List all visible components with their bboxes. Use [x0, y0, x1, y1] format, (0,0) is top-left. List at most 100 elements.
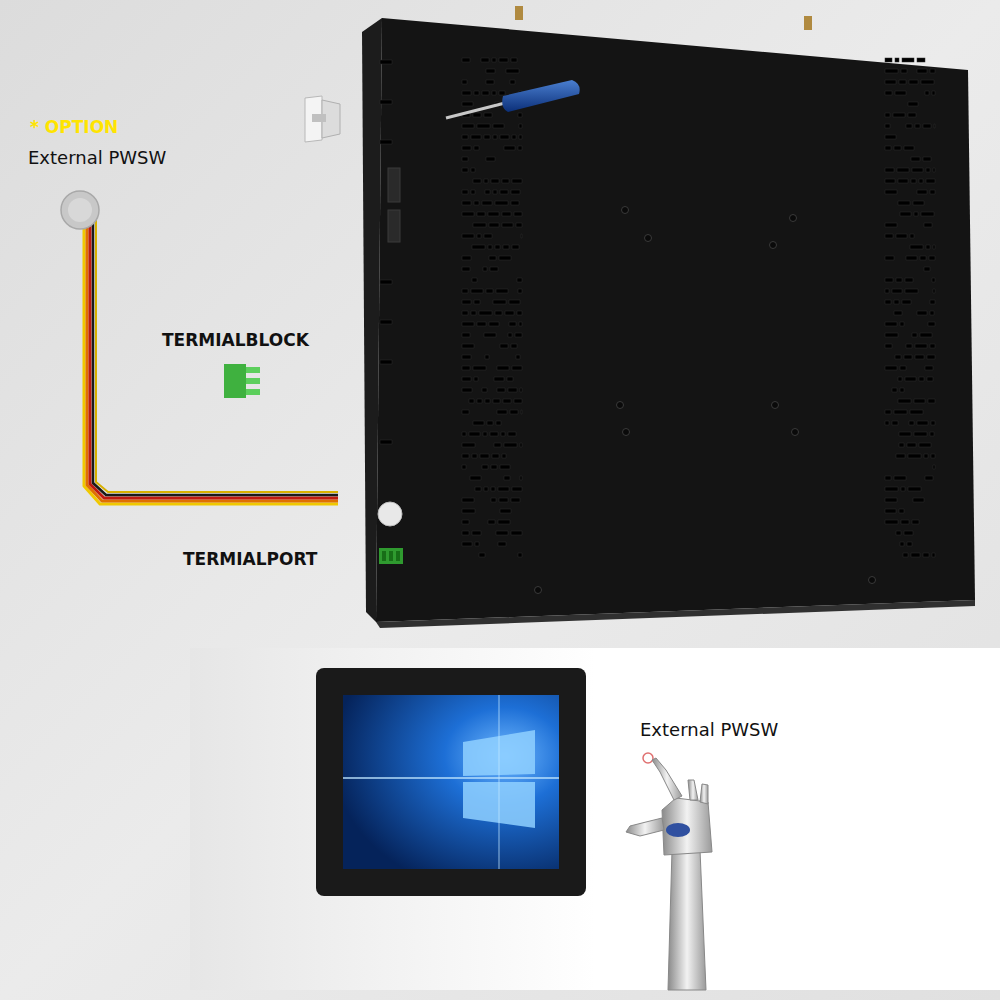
vent-hole	[923, 157, 931, 161]
vent-hole	[909, 80, 918, 84]
vent-hole	[925, 366, 933, 370]
vent-hole	[484, 487, 488, 491]
screwdriver-shaft	[446, 103, 505, 118]
side-port	[388, 168, 400, 202]
vent-hole	[462, 256, 471, 260]
power-switch-cap	[68, 198, 92, 222]
vent-hole	[510, 80, 515, 84]
vent-hole	[894, 300, 899, 304]
vent-hole	[895, 58, 899, 62]
vent-hole	[484, 179, 488, 183]
vent-hole	[930, 432, 934, 436]
vent-hole	[473, 421, 484, 425]
vent-hole	[932, 278, 935, 282]
vent-hole	[462, 355, 471, 359]
vent-hole	[930, 300, 935, 304]
vent-hole	[496, 421, 501, 425]
vent-hole	[892, 289, 902, 293]
vent-hole	[472, 245, 485, 249]
vent-hole	[497, 366, 509, 370]
vent-hole	[488, 520, 495, 524]
vent-hole	[885, 278, 893, 282]
vent-hole	[473, 366, 486, 370]
vent-hole	[912, 333, 917, 337]
vent-hole	[492, 91, 496, 95]
vent-hole	[895, 355, 901, 359]
part-name: External PWSW	[28, 147, 166, 168]
antenna-connector	[804, 16, 812, 30]
vent-hole	[474, 146, 479, 150]
vent-hole	[472, 454, 477, 458]
vent-hole	[493, 300, 506, 304]
part-name: TERMIALBLOCK	[162, 330, 309, 350]
vent-hole	[490, 267, 498, 271]
vent-hole	[896, 531, 901, 535]
vent-hole	[515, 333, 522, 337]
vent-hole	[900, 212, 911, 216]
vent-hole	[928, 322, 935, 326]
vent-hole	[911, 157, 920, 161]
vent-hole	[930, 190, 935, 194]
vent-hole	[462, 465, 466, 469]
vent-hole	[885, 476, 891, 480]
vent-hole	[477, 124, 490, 128]
vent-hole	[462, 124, 474, 128]
vent-hole	[908, 487, 921, 491]
vent-hole	[485, 190, 490, 194]
vent-hole	[520, 476, 522, 480]
bracket-screw	[312, 114, 326, 122]
vent-hole	[380, 320, 392, 324]
vent-hole	[474, 377, 478, 381]
vent-hole	[462, 333, 470, 337]
vent-hole	[486, 289, 493, 293]
part-name-box: External PWSW	[640, 719, 778, 740]
screws	[535, 207, 876, 594]
vent-hole	[519, 322, 522, 326]
vent-hole	[518, 289, 522, 293]
vent-hole	[920, 333, 932, 337]
vent-hole	[926, 168, 930, 172]
screwdriver-handle	[502, 80, 580, 112]
vent-hole	[892, 388, 897, 392]
vent-hole	[508, 432, 516, 436]
vent-hole	[518, 553, 522, 557]
vent-hole	[498, 487, 509, 491]
terminal-pin	[382, 551, 386, 561]
vent-hole	[471, 135, 481, 139]
vent-hole	[900, 542, 904, 546]
vent-hole	[512, 179, 522, 183]
vent-hole	[507, 377, 513, 381]
vent-hole	[462, 377, 471, 381]
wall-power-switch	[643, 753, 653, 763]
vent-hole	[514, 212, 522, 216]
vent-hole	[885, 289, 889, 293]
vent-hole	[491, 179, 499, 183]
vent-hole	[903, 553, 908, 557]
robot-forearm	[668, 850, 706, 990]
vent-hole	[894, 146, 901, 150]
vent-hole	[892, 421, 898, 425]
vent-hole	[901, 520, 909, 524]
screw	[617, 402, 624, 409]
vent-hole	[500, 344, 508, 348]
vent-hole	[469, 432, 480, 436]
vent-hole	[477, 322, 486, 326]
case-back	[376, 18, 975, 622]
vent-hole	[924, 454, 928, 458]
vent-hole	[900, 388, 904, 392]
vent-hole	[516, 223, 522, 227]
part-name: External PWSW	[640, 719, 778, 740]
power-switch	[61, 191, 99, 229]
vent-hole	[907, 542, 912, 546]
vent-hole	[885, 256, 894, 260]
vent-hole	[931, 454, 935, 458]
vent-hole	[506, 69, 519, 73]
vent-hole	[885, 135, 896, 139]
vent-hole	[915, 355, 924, 359]
vent-hole	[512, 366, 522, 370]
vent-hole	[925, 91, 929, 95]
screw	[645, 235, 652, 242]
vent-hole	[906, 344, 912, 348]
vent-hole	[923, 124, 931, 128]
